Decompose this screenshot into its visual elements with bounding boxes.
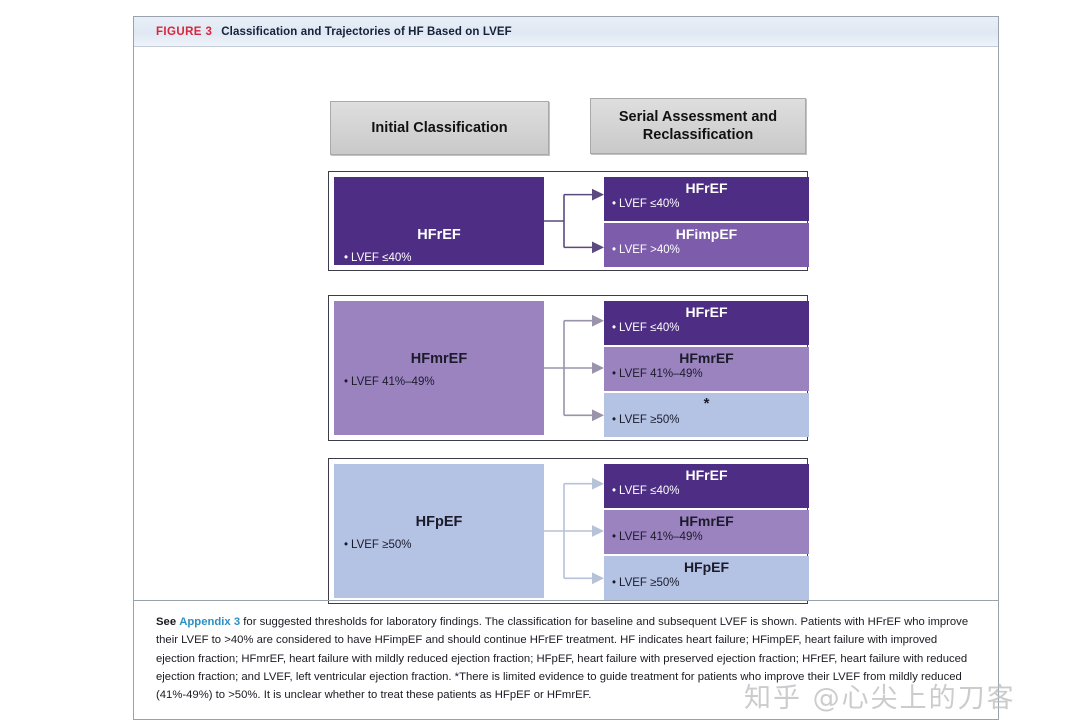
bullet-icon: • [612,322,617,335]
serial-box-row3-hfref[interactable]: HFrEF •LVEF ≤40% [604,464,809,508]
bullet-icon: • [612,485,617,498]
serial-box-criterion-text: LVEF 41%–49% [619,368,703,381]
serial-box-title: HFmrEF [679,350,734,366]
bullet-icon: • [612,577,617,590]
serial-box-criterion-text: LVEF ≤40% [619,198,680,211]
serial-box-row1-hfimpef[interactable]: HFimpEF •LVEF >40% [604,223,809,267]
figure-frame: FIGURE 3 Classification and Trajectories… [133,16,999,720]
figure-title-bar: FIGURE 3 Classification and Trajectories… [134,17,998,47]
appendix-link[interactable]: Appendix 3 [179,616,241,628]
serial-box-row3-hfmref[interactable]: HFmrEF •LVEF 41%–49% [604,510,809,554]
serial-box-criterion: •LVEF ≥50% [612,414,801,426]
serial-box-title: HFpEF [683,559,730,575]
serial-box-criterion-text: LVEF ≥50% [619,577,680,590]
connector-arrows-row2 [544,314,604,422]
bullet-icon: • [612,198,617,211]
serial-box-criterion: •LVEF ≥50% [612,577,801,589]
serial-box-title: HFmrEF [679,513,734,529]
serial-box-criterion: •LVEF ≤40% [612,322,801,334]
bullet-icon: • [612,244,617,257]
trajectory-row-hfref: HFrEF •LVEF ≤40% H [328,171,809,271]
initial-box-hfmref[interactable]: HFmrEF •LVEF 41%–49% [334,301,544,435]
trajectory-row-hfmref: HFmrEF •LVEF 41%–49% [328,295,809,441]
initial-box-title: HFpEF [415,513,463,530]
caption-body: for suggested thresholds for laboratory … [156,616,969,702]
serial-box-criterion-text: LVEF ≤40% [619,485,680,498]
figure-caption: See Appendix 3 for suggested thresholds … [156,613,976,704]
serial-box-criterion-text: LVEF 41%–49% [619,531,703,544]
bullet-icon: • [612,531,617,544]
serial-box-criterion: •LVEF 41%–49% [612,531,801,543]
initial-box-criterion-text: LVEF ≤40% [351,251,412,264]
serial-box-criterion: •LVEF ≤40% [612,485,801,497]
trajectory-row-hfpef: HFpEF •LVEF ≥50% [328,458,809,604]
serial-box-row2-hfmref[interactable]: HFmrEF •LVEF 41%–49% [604,347,809,391]
initial-box-criterion: •LVEF 41%–49% [344,376,534,388]
column-header-initial-classification: Initial Classification [330,101,549,155]
initial-box-criterion-text: LVEF 41%–49% [351,375,435,388]
serial-box-row3-hfpef[interactable]: HFpEF •LVEF ≥50% [604,556,809,600]
serial-box-title: HFrEF [685,467,728,483]
serial-box-criterion: •LVEF ≤40% [612,198,801,210]
serial-box-criterion-text: LVEF >40% [619,244,680,257]
figure-caption-area: See Appendix 3 for suggested thresholds … [134,600,998,720]
connector-arrows-row1 [544,188,604,254]
initial-box-hfref[interactable]: HFrEF •LVEF ≤40% [334,177,544,265]
initial-box-hfpef[interactable]: HFpEF •LVEF ≥50% [334,464,544,598]
serial-box-criterion: •LVEF 41%–49% [612,368,801,380]
connector-arrows-row3 [544,477,604,585]
bullet-icon: • [612,414,617,426]
serial-box-title: HFimpEF [675,226,738,242]
bullet-icon: • [612,368,617,381]
figure-title: Classification and Trajectories of HF Ba… [221,25,512,38]
initial-box-title: HFmrEF [410,350,468,367]
figure-number-label: FIGURE 3 [156,25,213,38]
bullet-icon: • [344,251,349,264]
initial-box-criterion: •LVEF ≤40% [344,252,534,264]
serial-box-row2-hfref[interactable]: HFrEF •LVEF ≤40% [604,301,809,345]
serial-box-criterion-text: LVEF ≥50% [619,414,680,426]
initial-box-title: HFrEF [417,226,461,243]
serial-box-row2-unclear[interactable]: * •LVEF ≥50% [604,393,809,437]
column-header-serial-assessment: Serial Assessment and Reclassification [590,98,806,154]
bullet-icon: • [344,375,349,388]
serial-box-title: HFrEF [685,180,728,196]
bullet-icon: • [344,538,349,551]
serial-box-criterion: •LVEF >40% [612,244,801,256]
initial-box-criterion: •LVEF ≥50% [344,539,534,551]
serial-box-title: HFrEF [685,304,728,320]
diagram-area: Initial Classification Serial Assessment… [134,47,998,604]
caption-see-word: See [156,616,177,628]
serial-box-row1-hfref[interactable]: HFrEF •LVEF ≤40% [604,177,809,221]
serial-box-criterion-text: LVEF ≤40% [619,322,680,335]
footnote-asterisk-marker: * [703,395,710,412]
initial-box-criterion-text: LVEF ≥50% [351,538,412,551]
